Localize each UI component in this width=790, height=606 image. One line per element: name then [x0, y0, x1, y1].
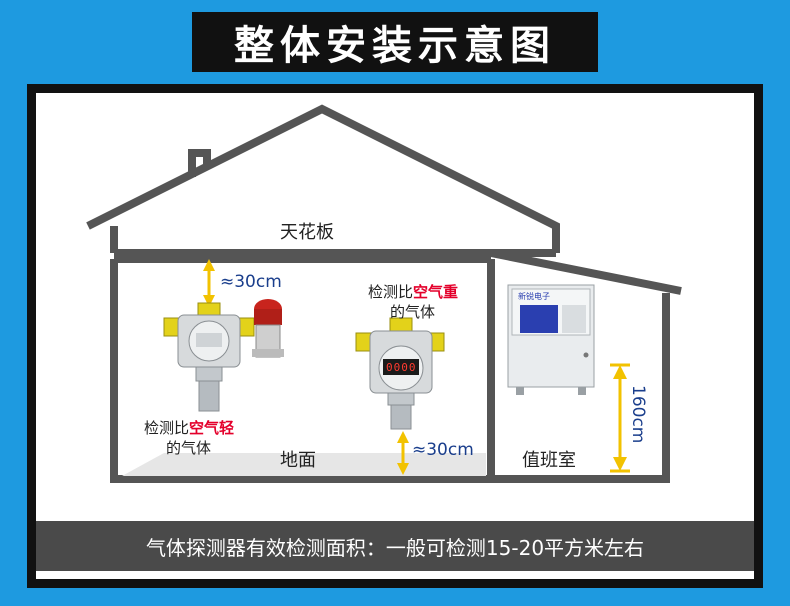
title-bar: 整体安装示意图 — [192, 12, 598, 72]
alarm-light — [252, 299, 284, 358]
footer-bar: 气体探测器有效检测面积：一般可检测15-20平方米左右 — [36, 521, 754, 571]
page-title: 整体安装示意图 — [234, 23, 556, 69]
light-gas-suffix: 的气体 — [166, 439, 212, 457]
right-distance-label: ≈30cm — [412, 440, 474, 460]
heavy-gas-highlight: 空气重 — [413, 283, 459, 301]
chimney — [188, 149, 211, 177]
light-gas-note: 检测比空气轻 的气体 — [144, 418, 234, 458]
left-distance-label: ≈30cm — [220, 272, 282, 292]
left-gas-detector — [163, 302, 255, 412]
floor-label: 地面 — [280, 450, 316, 471]
diagram-panel: 天花板 地面 值班室 ≈30cm ≈30cm 160cm 检测比空气轻 的气体 … — [36, 93, 754, 579]
heavy-gas-note: 检测比空气重 的气体 — [368, 282, 458, 322]
heavy-gas-prefix: 检测比 — [368, 283, 414, 301]
controller-brand: 新锐电子 — [518, 292, 550, 301]
panel-height-label: 160cm — [628, 385, 648, 444]
house-scene — [86, 104, 682, 483]
floor-shade — [122, 453, 486, 476]
duty-room-label: 值班室 — [522, 450, 576, 471]
main-walls — [110, 259, 670, 483]
light-gas-highlight: 空气轻 — [189, 419, 235, 437]
ceiling-label: 天花板 — [280, 222, 334, 243]
detector-display-readout: 0000 — [386, 361, 417, 374]
alarm-controller — [507, 284, 595, 395]
panel-height-arrow — [610, 363, 630, 473]
right-gas-detector — [355, 317, 445, 430]
right-distance-arrow — [397, 431, 409, 475]
heavy-gas-suffix: 的气体 — [390, 303, 436, 321]
left-distance-arrow — [203, 259, 215, 307]
light-gas-prefix: 检测比 — [144, 419, 190, 437]
footer-note: 气体探测器有效检测面积：一般可检测15-20平方米左右 — [145, 535, 645, 560]
roof-eave-right — [490, 249, 682, 295]
house-outline — [86, 104, 682, 483]
